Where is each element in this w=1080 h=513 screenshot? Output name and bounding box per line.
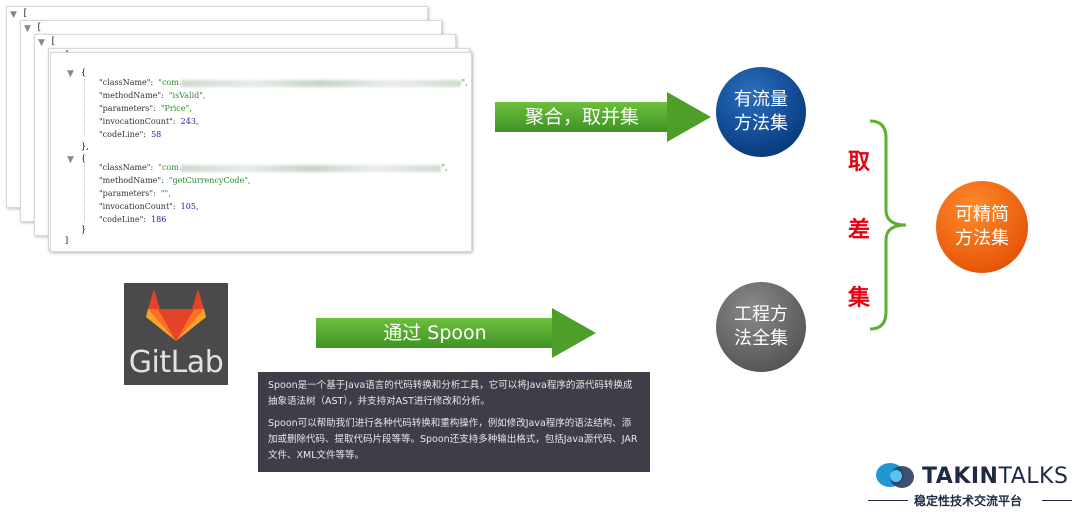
takintalks-wordmark: TAKINTALKS (922, 464, 1068, 489)
arrow-body (316, 318, 554, 348)
diff-char-1: 取 (848, 150, 871, 175)
json-line-codeline: "codeLine": 186 (99, 215, 167, 224)
json-guide-line (84, 165, 85, 221)
project-methods-node: 工程方法全集 (716, 282, 806, 372)
json-line-codeline: "codeLine": 58 (99, 130, 162, 139)
diff-char-2: 差 (848, 218, 871, 243)
arrow-head (667, 92, 711, 142)
json-line-parameters: "parameters": "Price", (99, 104, 192, 113)
collapse-triangle-icon[interactable]: ▼ (67, 155, 74, 165)
brand-light: TALKS (998, 464, 1069, 489)
logo-divider-left (868, 500, 908, 501)
json-open-brace: { (81, 68, 87, 77)
json-line-classname: "className": "com.", (99, 78, 468, 87)
reducible-methods-node: 可精简方法集 (936, 181, 1028, 273)
spoon-para-1: Spoon是一个基于Java语言的代码转换和分析工具，它可以将Java程序的源代… (268, 380, 633, 407)
redacted-blur (181, 164, 442, 172)
json-line-methodname: "methodName": "isValid", (99, 91, 206, 100)
node-label-line: 方法集 (955, 228, 1009, 249)
json-line-classname: "className": "com.", (99, 163, 448, 172)
aggregate-union-label: 聚合，取并集 (524, 106, 639, 128)
collapse-triangle-icon[interactable]: ▼ (10, 10, 17, 20)
logo-divider-right (1042, 500, 1072, 501)
takintalks-tagline: 稳定性技术交流平台 (914, 494, 1023, 508)
arrow-head (552, 308, 596, 358)
json-bracket: [ (22, 8, 29, 19)
json-bracket: [ (36, 22, 43, 33)
traffic-methods-node: 有流量方法集 (716, 67, 806, 157)
node-label-line: 法全集 (734, 328, 788, 349)
gitlab-fox-icon (146, 289, 206, 341)
collapse-triangle-icon[interactable]: ▼ (67, 69, 74, 79)
node-label-line: 方法集 (734, 113, 788, 134)
takintalks-logo-icon (876, 463, 914, 488)
json-close-brace: } (81, 225, 87, 234)
json-guide-line (84, 79, 85, 135)
json-card-front: ▼ { "className": "com.", "methodName": "… (50, 52, 472, 252)
brand-bold: TAKIN (922, 464, 999, 489)
json-bracket: [ (50, 36, 57, 47)
aggregate-union-arrow: 聚合，取并集 (495, 92, 711, 142)
json-line-parameters: "parameters": "", (99, 189, 171, 198)
spoon-description: Spoon是一个基于Java语言的代码转换和分析工具，它可以将Java程序的源代… (258, 372, 650, 472)
redacted-blur (181, 79, 462, 87)
gitlab-wordmark: GitLab (128, 345, 224, 380)
json-close-bracket: ] (65, 236, 69, 245)
json-line-methodname: "methodName": "getCurrencyCode", (99, 176, 251, 185)
node-label-line: 可精简 (955, 204, 1009, 225)
arrow-body (495, 102, 669, 132)
via-spoon-label: 通过 Spoon (383, 322, 487, 344)
via-spoon-arrow: 通过 Spoon (316, 308, 596, 358)
node-label-line: 工程方 (734, 304, 788, 325)
json-close-brace: }, (81, 142, 89, 151)
json-line-invocationcount: "invocationCount": 105, (99, 202, 199, 211)
gitlab-logo: GitLab (124, 283, 228, 385)
json-open-brace: { (81, 154, 87, 163)
node-label-line: 有流量 (734, 89, 788, 110)
spoon-para-2: Spoon可以帮助我们进行各种代码转换和重构操作，例如修改Java程序的语法结构… (268, 418, 638, 461)
collapse-triangle-icon[interactable]: ▼ (38, 38, 45, 48)
diff-char-3: 集 (848, 286, 871, 311)
curly-brace (869, 119, 907, 331)
collapse-triangle-icon[interactable]: ▼ (24, 24, 31, 34)
json-line-invocationcount: "invocationCount": 243, (99, 117, 199, 126)
